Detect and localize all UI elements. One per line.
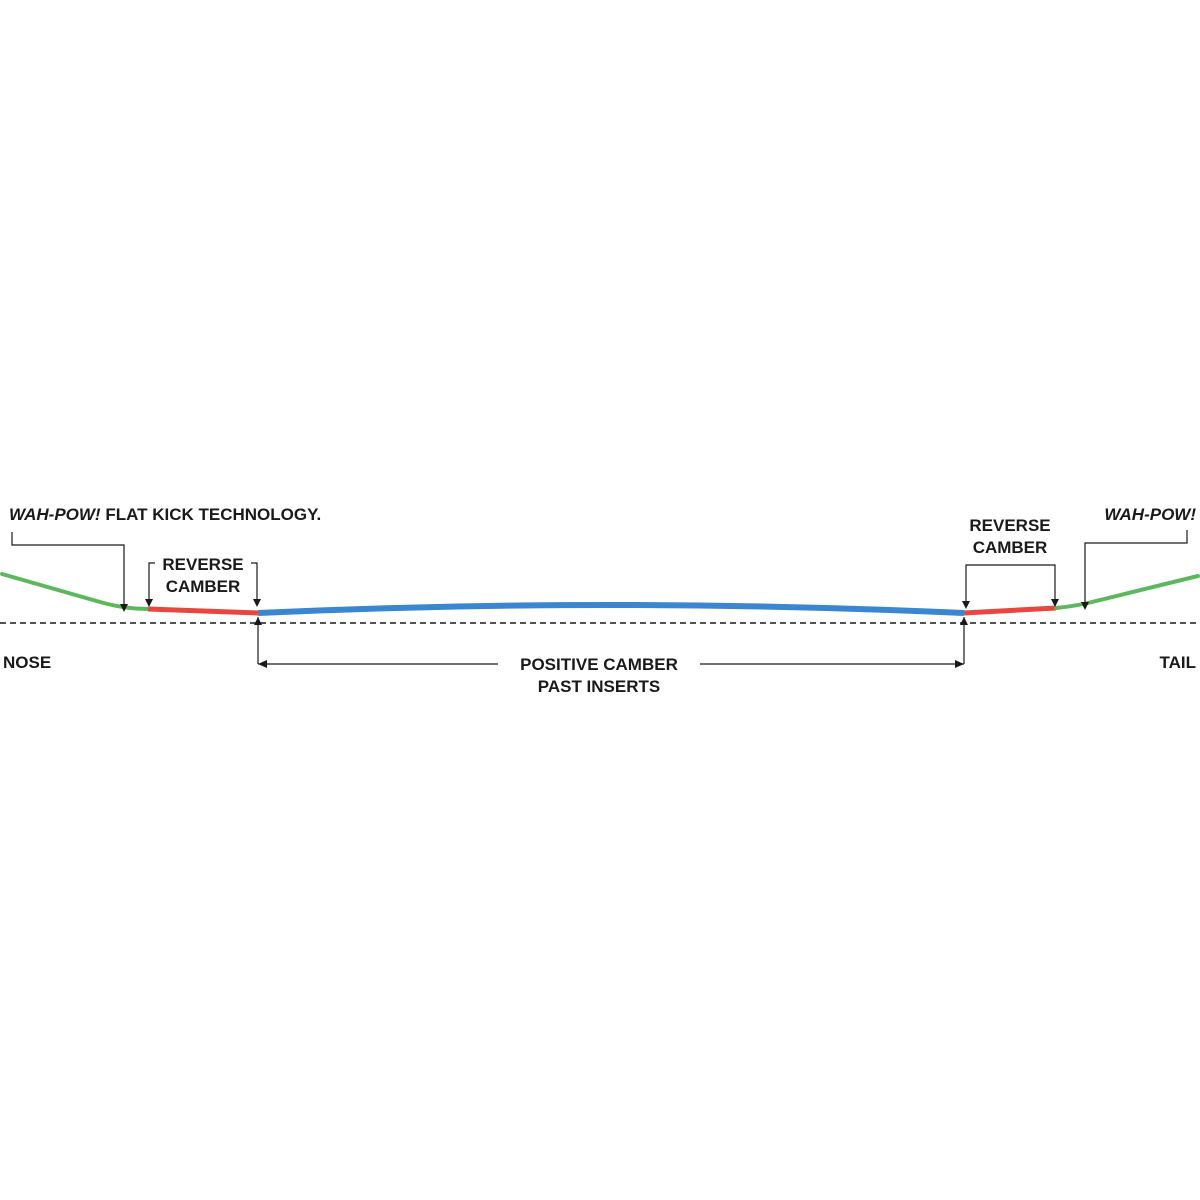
- reverse-camber-left-label-line1: REVERSE: [162, 555, 243, 574]
- reverse-camber-right-label-line1: REVERSE: [969, 516, 1050, 535]
- tail-flat-kick-segment: [1054, 574, 1200, 610]
- reverse-camber-right-bracket: [962, 564, 1059, 609]
- positive-camber-segment: [257, 602, 965, 616]
- positive-camber-dimension: [254, 617, 968, 668]
- reverse-camber-right-label-line2: CAMBER: [973, 538, 1048, 557]
- nose-callout-bracket: [11, 532, 128, 612]
- reverse-camber-left-label-line2: CAMBER: [166, 577, 241, 596]
- reverse-camber-right-segment: [963, 605, 1057, 616]
- tail-callout-bracket: [1081, 530, 1188, 610]
- positive-camber-label-line2: PAST INSERTS: [538, 677, 660, 696]
- nose-label: NOSE: [3, 653, 51, 672]
- reverse-camber-left-bracket: [145, 562, 261, 607]
- reverse-camber-left-segment: [147, 606, 259, 616]
- nose-flat-kick-segment: [0, 572, 150, 611]
- nose-callout-text: FLAT KICK TECHNOLOGY.: [101, 505, 322, 524]
- tail-label: TAIL: [1159, 653, 1196, 672]
- positive-camber-label-line1: POSITIVE CAMBER: [520, 655, 678, 674]
- nose-callout-label: WAH-POW! FLAT KICK TECHNOLOGY.: [9, 505, 321, 524]
- tail-callout-label: WAH-POW!: [1104, 505, 1196, 524]
- nose-callout-brand: WAH-POW!: [9, 505, 101, 524]
